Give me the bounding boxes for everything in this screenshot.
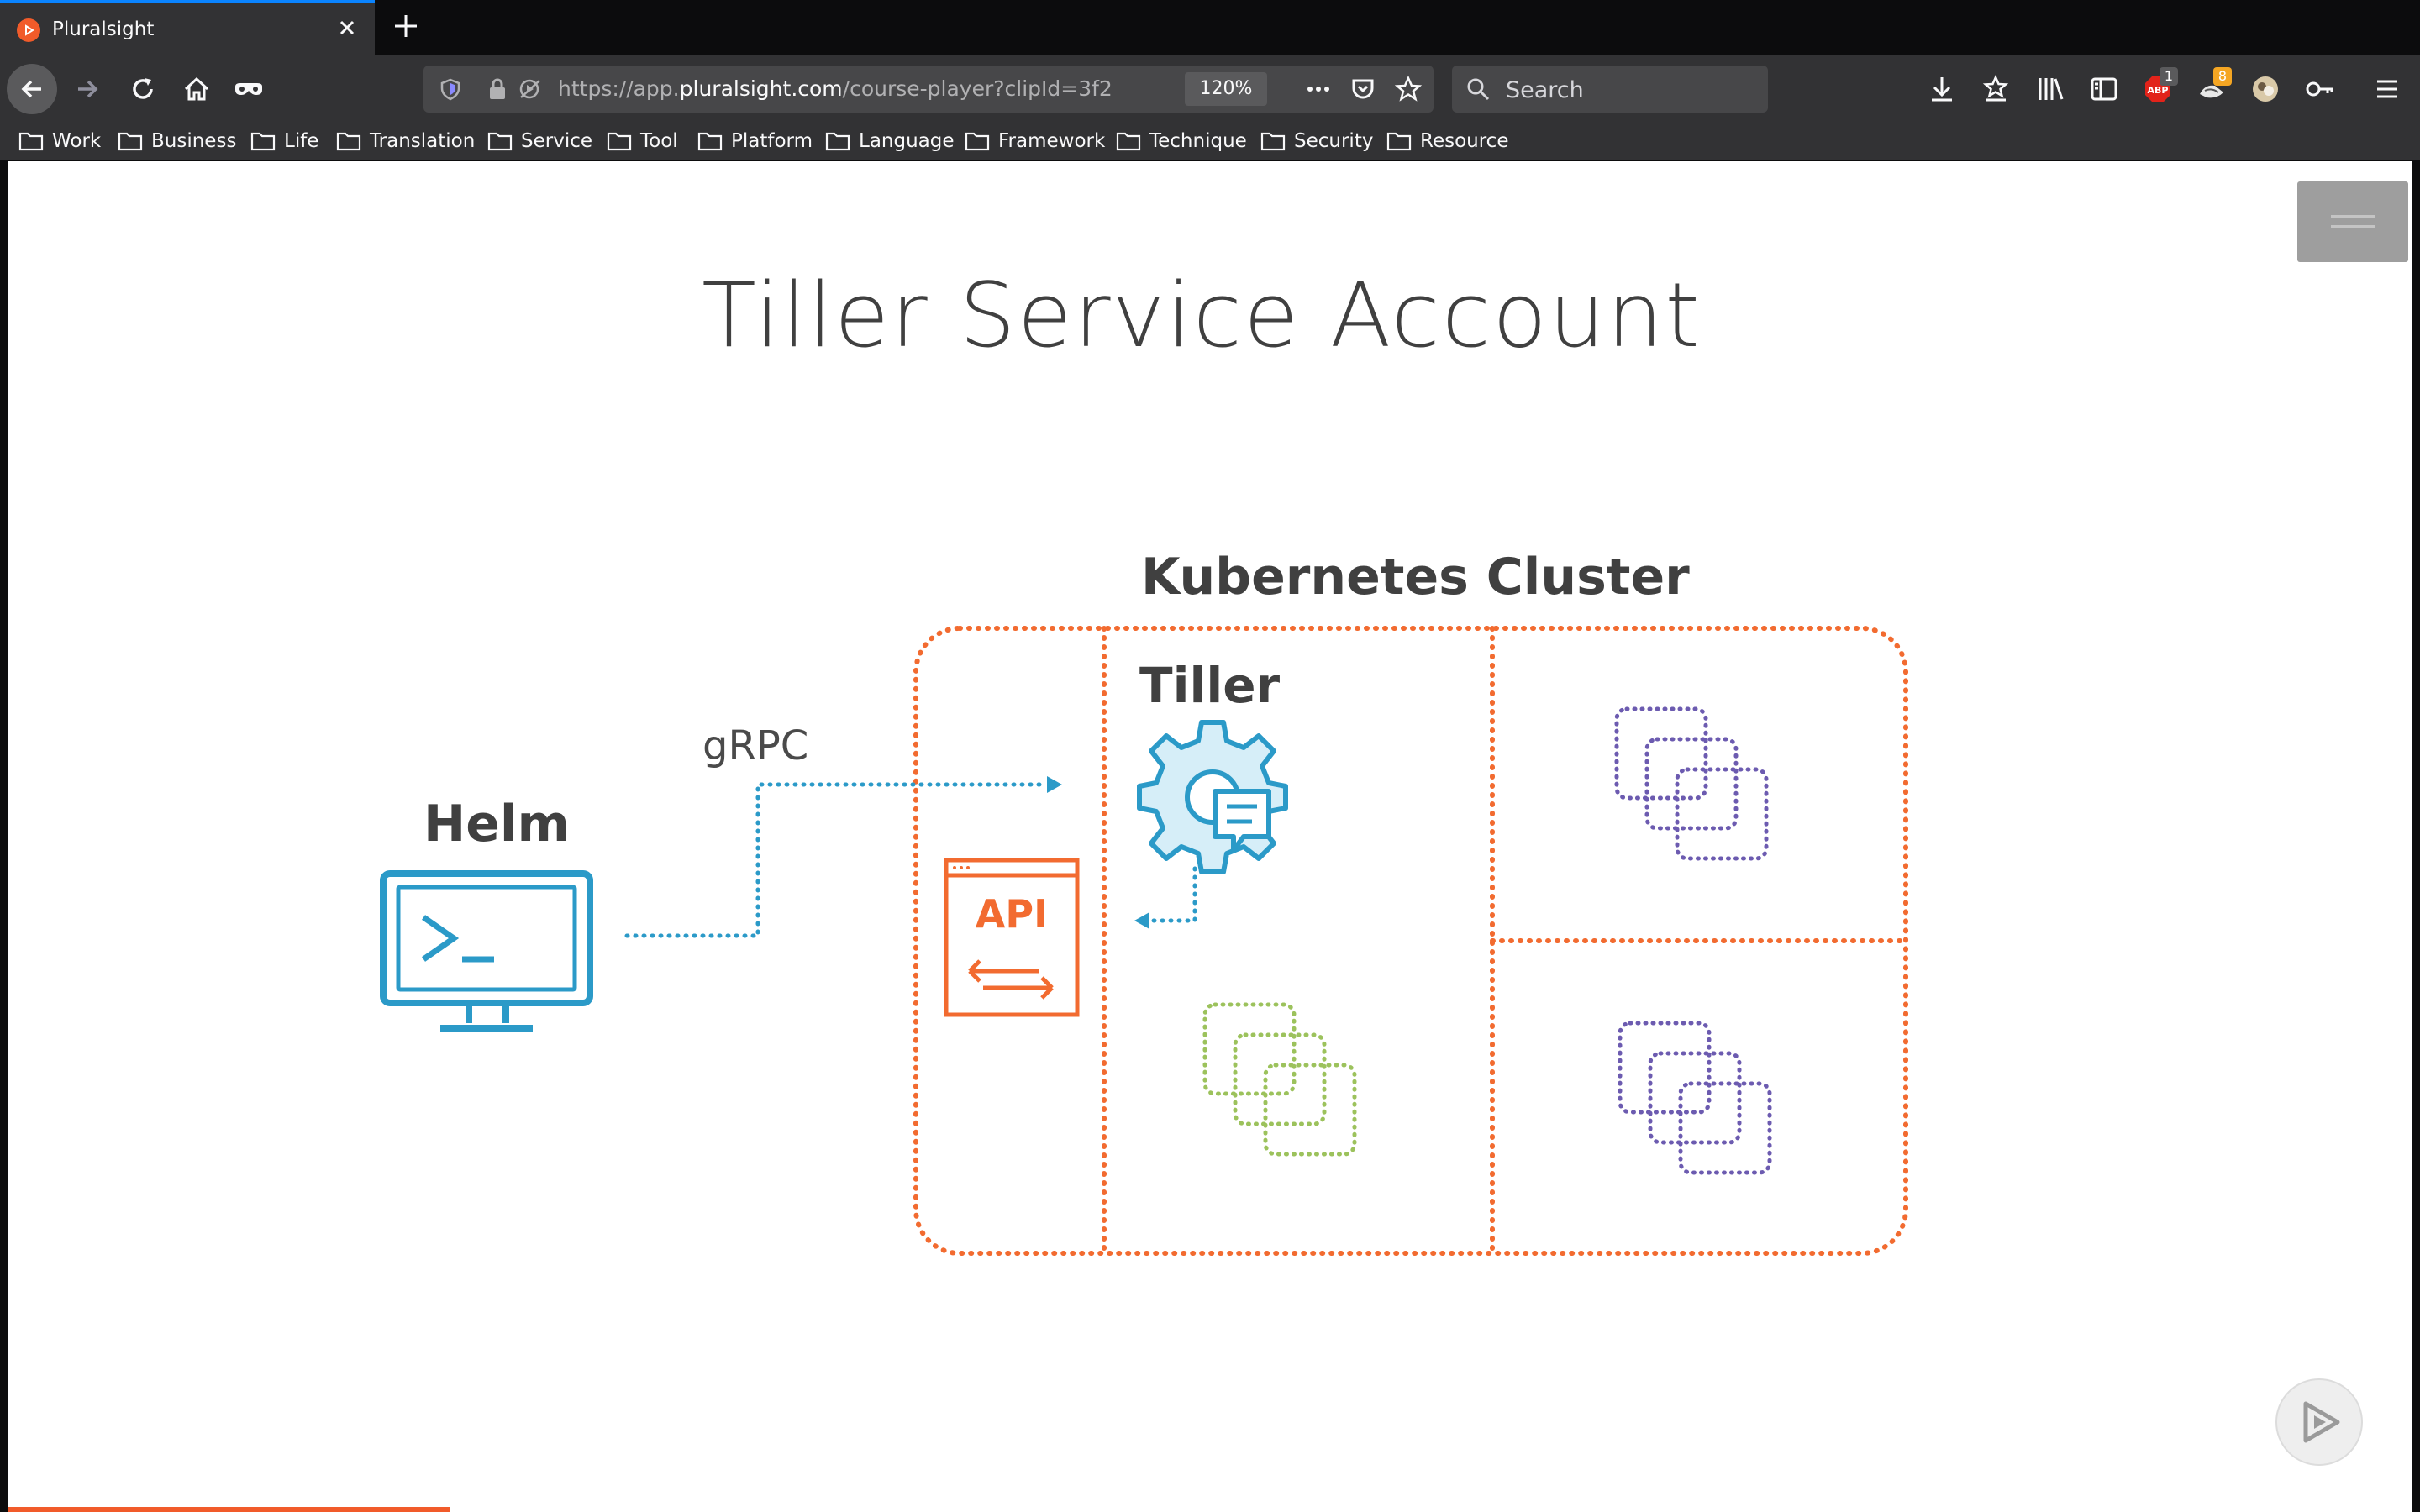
shield-icon[interactable] <box>439 77 462 101</box>
bookmark-star-icon[interactable] <box>1394 75 1423 102</box>
adblock-plus-extension[interactable]: ABP 1 <box>2143 67 2178 104</box>
arrow-right-icon <box>78 80 98 98</box>
bookmark-folder-tool[interactable]: Tool <box>607 128 678 155</box>
url-text[interactable]: https://app.pluralsight.com/course-playe… <box>558 76 1113 101</box>
profile-extension-icon[interactable] <box>2250 74 2281 104</box>
folder-icon <box>965 132 990 151</box>
terminal-monitor-icon <box>380 870 593 1032</box>
folder-icon <box>487 132 513 151</box>
pocket-icon[interactable] <box>1349 76 1376 102</box>
folder-icon <box>336 132 361 151</box>
bookmark-folder-language[interactable]: Language <box>825 128 955 155</box>
slide-title: Tiller Service Account <box>702 264 1702 367</box>
bookmark-folder-security[interactable]: Security <box>1260 128 1373 155</box>
folder-icon <box>697 132 723 151</box>
svg-text:ABP: ABP <box>2148 85 2169 96</box>
bookmark-folder-work[interactable]: Work <box>18 128 101 155</box>
folder-icon <box>607 132 632 151</box>
reload-icon <box>133 78 153 99</box>
bookmark-folder-service[interactable]: Service <box>487 128 592 155</box>
course-player-slide: Tiller Service Account Kubernetes Cluste… <box>8 161 2412 1512</box>
folder-icon <box>118 132 143 151</box>
bookmark-folder-life[interactable]: Life <box>250 128 318 155</box>
bookmark-folder-platform[interactable]: Platform <box>697 128 813 155</box>
navigation-toolbar: https://app.pluralsight.com/course-playe… <box>0 55 2420 123</box>
adblock-count-badge: 1 <box>2160 67 2178 86</box>
api-server-icon <box>944 858 1080 1017</box>
arrow-left-icon <box>21 80 41 98</box>
folder-icon <box>18 132 44 151</box>
pod-stack-icon-top <box>1614 706 1769 861</box>
tiller-api-arrowhead <box>1134 912 1150 929</box>
folder-icon <box>1260 132 1286 151</box>
key-icon[interactable] <box>2304 74 2336 104</box>
folder-icon <box>1386 132 1412 151</box>
video-progress-bar[interactable] <box>8 1507 450 1512</box>
bookmark-folder-resource[interactable]: Resource <box>1386 128 1508 155</box>
lock-icon[interactable] <box>487 77 508 101</box>
tiller-label: Tiller <box>1139 657 1281 714</box>
forward-button[interactable] <box>62 64 113 114</box>
helm-label: Helm <box>424 795 570 853</box>
tab-pluralsight[interactable]: Pluralsight <box>0 0 375 55</box>
grpc-connector-arrow <box>624 782 1050 938</box>
grpc-label: gRPC <box>702 722 809 769</box>
extension-count-badge: 8 <box>2213 67 2232 86</box>
autoplay-blocked-icon[interactable] <box>518 77 543 101</box>
grpc-arrowhead <box>1047 776 1062 793</box>
more-actions-icon[interactable] <box>1304 77 1333 101</box>
extension-icon <box>2200 85 2223 98</box>
hamburger-menu-icon[interactable] <box>2373 74 2402 104</box>
zoom-level-badge[interactable]: 120% <box>1185 72 1267 106</box>
bookmark-folder-business[interactable]: Business <box>118 128 236 155</box>
pod-stack-icon-bottom <box>1618 1021 1772 1175</box>
home-button[interactable] <box>171 64 222 114</box>
home-icon <box>184 76 209 101</box>
reload-button[interactable] <box>118 64 168 114</box>
address-bar[interactable]: https://app.pluralsight.com/course-playe… <box>424 66 1434 113</box>
cluster-boundary <box>913 626 1908 1256</box>
new-tab-icon[interactable] <box>392 12 420 40</box>
tiller-pod-stack-icon <box>1202 1002 1357 1157</box>
bookmarks-toolbar: Work Business Life Translation Service T… <box>0 123 2420 160</box>
library-icon[interactable] <box>2035 74 2065 104</box>
tab-title: Pluralsight <box>52 18 155 40</box>
tab-strip: Pluralsight <box>0 0 2420 55</box>
play-icon <box>2303 1401 2340 1443</box>
folder-icon <box>1116 132 1141 151</box>
downloads-icon[interactable] <box>1928 74 1956 104</box>
folder-icon <box>250 132 276 151</box>
tiller-gear-icon <box>1137 720 1288 874</box>
extension-button[interactable]: 8 <box>2196 67 2232 104</box>
private-mask-button[interactable] <box>224 64 274 114</box>
close-tab-icon[interactable] <box>334 15 360 40</box>
player-menu-button[interactable] <box>2297 181 2408 262</box>
bookmark-folder-technique[interactable]: Technique <box>1116 128 1247 155</box>
search-icon <box>1467 78 1490 101</box>
folder-icon <box>825 132 850 151</box>
search-placeholder: Search <box>1506 77 1584 103</box>
api-icon-label: API <box>976 891 1048 937</box>
kubernetes-cluster-label: Kubernetes Cluster <box>1141 548 1690 606</box>
saved-bookmarks-icon[interactable] <box>1981 74 2010 104</box>
mask-icon <box>235 83 262 95</box>
next-clip-button[interactable] <box>2275 1378 2363 1466</box>
bookmark-folder-translation[interactable]: Translation <box>336 128 475 155</box>
bookmark-folder-framework[interactable]: Framework <box>965 128 1105 155</box>
back-button[interactable] <box>7 64 57 114</box>
sidebar-icon[interactable] <box>2089 74 2119 104</box>
tiller-api-connector <box>1149 866 1197 923</box>
search-input[interactable]: Search <box>1452 66 1768 113</box>
pluralsight-favicon-icon <box>17 18 40 42</box>
kubernetes-diagram: API <box>380 626 1908 1256</box>
